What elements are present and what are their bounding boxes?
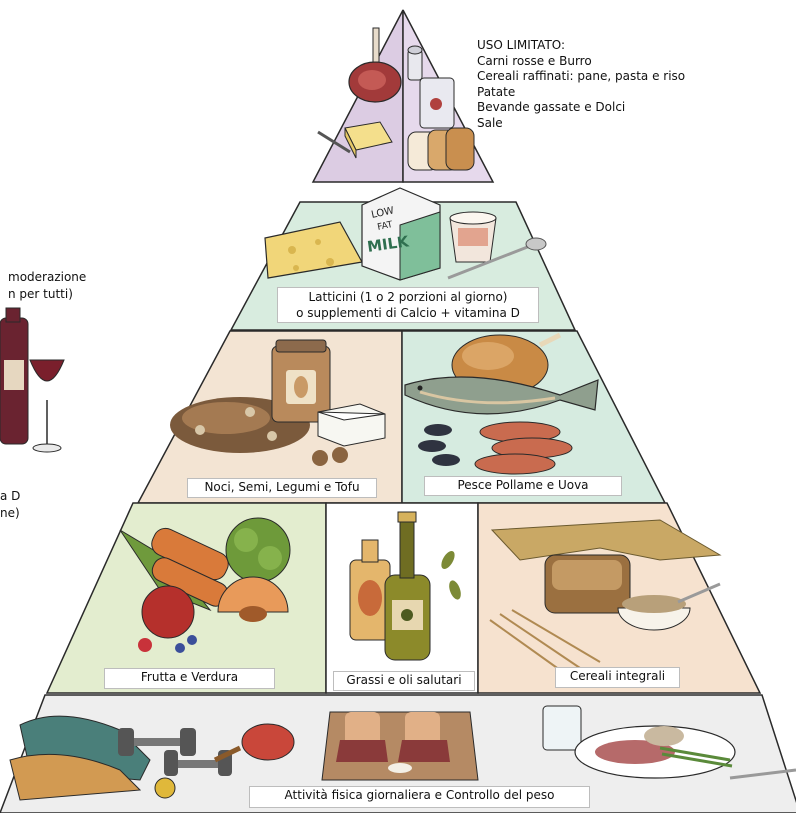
limited-use-title: USO LIMITATO: (477, 38, 685, 54)
milk-carton-illustration: LOW FAT MILK (362, 188, 440, 280)
fruit-vegetables-label: Frutta e Verdura (104, 668, 275, 689)
peanut-butter-jar-illustration (272, 340, 330, 422)
dairy-label-line2: o supplementi di Calcio + vitamina D (282, 305, 534, 321)
fish-poultry-label: Pesce Pollame e Uova (424, 476, 622, 496)
limited-item: Patate (477, 85, 685, 101)
limited-item: Cereali raffinati: pane, pasta e riso (477, 69, 685, 85)
yogurt-illustration (450, 212, 496, 262)
side-text-line3: a D (0, 488, 20, 505)
side-text-line1: moderazione (8, 269, 86, 286)
dairy-label-line1: Latticini (1 o 2 porzioni al giorno) (282, 289, 534, 305)
soda-can-illustration (420, 78, 454, 128)
limited-item: Sale (477, 116, 685, 132)
scale-illustration (322, 712, 478, 780)
limited-item: Carni rosse e Burro (477, 54, 685, 70)
nuts-seeds-label: Noci, Semi, Legumi e Tofu (187, 478, 377, 498)
whole-grains-label: Cereali integrali (555, 667, 680, 688)
healthy-fats-label: Grassi e oli salutari (333, 671, 475, 691)
bread-slices-illustration (408, 128, 474, 170)
activity-weight-label: Attività fisica giornaliera e Controllo … (249, 786, 590, 808)
limited-use-list: USO LIMITATO: Carni rosse e Burro Cereal… (477, 38, 685, 132)
limited-item: Bevande gassate e Dolci (477, 100, 685, 116)
side-text-line2: n per tutti) (8, 286, 73, 303)
side-text-line4: ne) (0, 505, 20, 522)
wine-illustration (0, 308, 64, 452)
salt-shaker-illustration (408, 46, 422, 80)
dairy-label: Latticini (1 o 2 porzioni al giorno) o s… (277, 287, 539, 323)
tofu-illustration (318, 404, 385, 446)
